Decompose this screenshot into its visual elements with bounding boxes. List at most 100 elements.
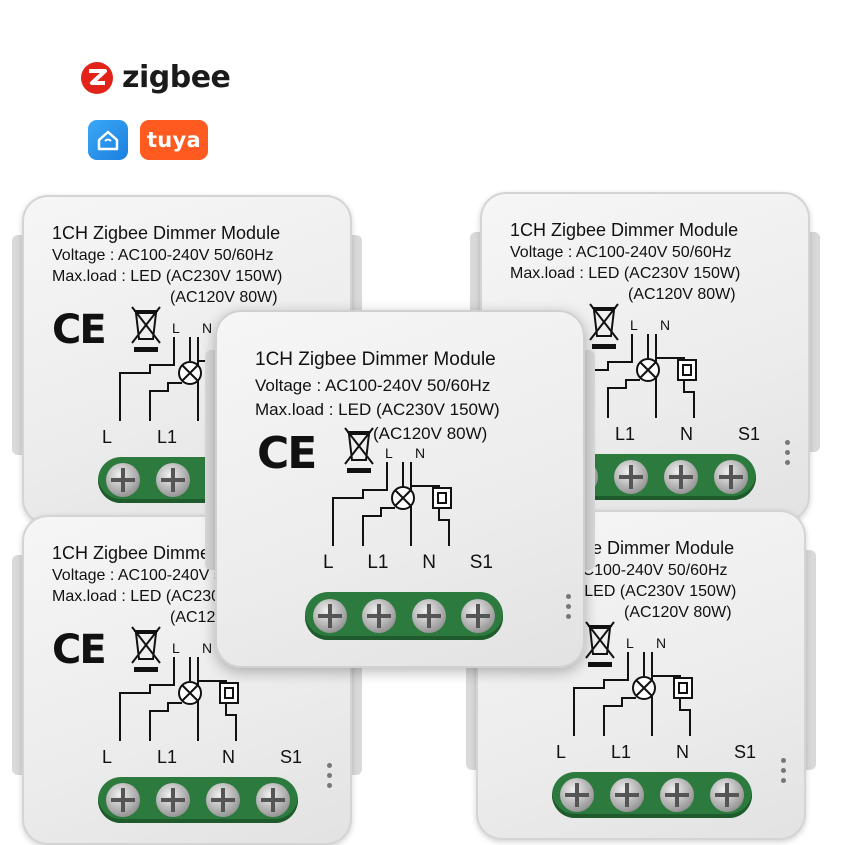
wiring-lines xyxy=(577,334,695,418)
ce-mark-icon: CE xyxy=(52,307,107,353)
weee-bin-icon xyxy=(344,427,374,473)
module-maxload: Max.load : LED (AC230V 150W) xyxy=(510,265,741,282)
diagram-l-label: L xyxy=(626,636,634,651)
zigbee-brand: zigbee xyxy=(80,60,231,95)
module-maxload-120: (AC120V 80W) xyxy=(628,286,736,303)
diagram-l-label: L xyxy=(630,318,638,333)
module-maxload: Max.load : LED (AC230V 150W) xyxy=(52,268,283,285)
diagram-n-label: N xyxy=(660,318,670,333)
lamp-icon xyxy=(636,358,660,382)
app-badges: tuya xyxy=(88,120,208,160)
terminal-label: L1 xyxy=(610,742,632,762)
terminal-label: S1 xyxy=(737,424,760,444)
tuya-app-badge: tuya xyxy=(140,120,208,160)
module-maxload-120: (AC120V 80W) xyxy=(624,604,732,621)
terminal-label: L xyxy=(102,427,113,447)
terminal-labels: L L1 N S1 xyxy=(102,747,302,768)
diagram-n-label: N xyxy=(656,636,666,651)
module-maxload-120: (AC120V 80W) xyxy=(373,424,488,443)
screw-icon xyxy=(461,599,496,633)
diagram-n-label: N xyxy=(415,446,425,461)
diagram-l-label: L xyxy=(172,321,180,336)
terminal-label: L1 xyxy=(367,552,389,573)
screw-icon xyxy=(156,783,190,817)
screw-icon xyxy=(256,783,290,817)
screw-icon xyxy=(156,463,190,497)
terminal-label: N xyxy=(221,747,235,767)
screw-icon xyxy=(106,783,140,817)
terminal-label: S1 xyxy=(469,552,493,573)
switch-icon xyxy=(673,677,693,699)
terminal-label: S1 xyxy=(279,747,302,767)
screw-icon xyxy=(710,778,744,812)
screw-icon xyxy=(362,599,397,633)
zigbee-wordmark: zigbee xyxy=(122,60,231,95)
module-label: 1CH Zigbee Dimmer Module Voltage : AC100… xyxy=(255,346,500,446)
weee-bin-icon xyxy=(589,303,619,349)
screw-icon xyxy=(610,778,644,812)
module-title: 1CH Zigbee Dimmer Module xyxy=(52,223,281,243)
ce-mark-icon: CE xyxy=(52,627,107,673)
screw-icon xyxy=(664,460,698,494)
terminal-label: L1 xyxy=(156,427,178,447)
wiring-lines xyxy=(332,462,450,546)
diagram-n-label: N xyxy=(202,321,212,336)
module-label: 1CH Zigbee Dimmer Module Voltage : AC100… xyxy=(510,218,740,305)
lamp-icon xyxy=(632,676,656,700)
ce-mark-icon: CE xyxy=(257,428,317,479)
weee-bin-icon xyxy=(131,306,161,352)
smart-life-home-icon xyxy=(88,120,128,160)
terminal-block xyxy=(98,777,298,823)
terminal-label: N xyxy=(422,552,436,573)
module-label: 1CH Zigbee Dimmer Module Voltage : AC100… xyxy=(52,221,282,308)
weee-bin-icon xyxy=(131,626,161,672)
switch-icon xyxy=(432,487,452,509)
module-title: 1CH Zigbee Dimmer Module xyxy=(255,349,496,370)
indicator-dots xyxy=(781,758,786,783)
weee-bin-icon xyxy=(585,621,615,667)
module-maxload-120: (AC120V 80W) xyxy=(170,289,278,306)
diagram-l-label: L xyxy=(172,641,180,656)
indicator-dots xyxy=(566,594,571,619)
module-maxload: Max.load : LED (AC230V 150W) xyxy=(255,400,500,419)
switch-icon xyxy=(219,682,239,704)
lamp-icon xyxy=(178,681,202,705)
screw-icon xyxy=(714,460,748,494)
wiring-diagram: L N xyxy=(332,446,452,546)
screw-icon xyxy=(411,599,446,633)
wiring-lines xyxy=(119,657,237,741)
indicator-dots xyxy=(327,763,332,788)
terminal-label: S1 xyxy=(733,742,756,762)
module-voltage: Voltage : AC100-240V 50/60Hz xyxy=(510,244,732,261)
wiring-diagram: L N xyxy=(573,636,693,736)
terminal-labels: L L1 N S1 xyxy=(323,552,493,574)
module-voltage: Voltage : AC100-240V 50/60Hz xyxy=(52,247,274,264)
switch-icon xyxy=(677,359,697,381)
terminal-label: N xyxy=(675,742,689,762)
screw-icon xyxy=(106,463,140,497)
terminal-label: L1 xyxy=(156,747,178,767)
tuya-wordmark: tuya xyxy=(146,128,202,152)
terminal-label: L xyxy=(323,552,334,573)
module-title: 1CH Zigbee Dimmer Module xyxy=(510,220,739,240)
screw-icon xyxy=(206,783,240,817)
wiring-diagram: L N xyxy=(577,318,697,418)
terminal-labels: L L1 N S1 xyxy=(556,742,756,763)
screw-icon xyxy=(560,778,594,812)
wiring-diagram: L N xyxy=(119,641,239,741)
terminal-label: L1 xyxy=(614,424,636,444)
terminal-block xyxy=(552,772,752,818)
lamp-icon xyxy=(178,361,202,385)
zigbee-logo-icon xyxy=(81,61,113,94)
terminal-block xyxy=(305,592,503,640)
screw-icon xyxy=(614,460,648,494)
diagram-l-label: L xyxy=(385,446,393,461)
screw-icon xyxy=(660,778,694,812)
terminal-label: N xyxy=(679,424,693,444)
diagram-n-label: N xyxy=(202,641,212,656)
module-voltage: Voltage : AC100-240V 50/60Hz xyxy=(255,376,491,395)
dimmer-module-front: 1CH Zigbee Dimmer Module Voltage : AC100… xyxy=(205,310,595,668)
terminal-label: L xyxy=(102,747,113,767)
indicator-dots xyxy=(785,440,790,465)
lamp-icon xyxy=(391,486,415,510)
